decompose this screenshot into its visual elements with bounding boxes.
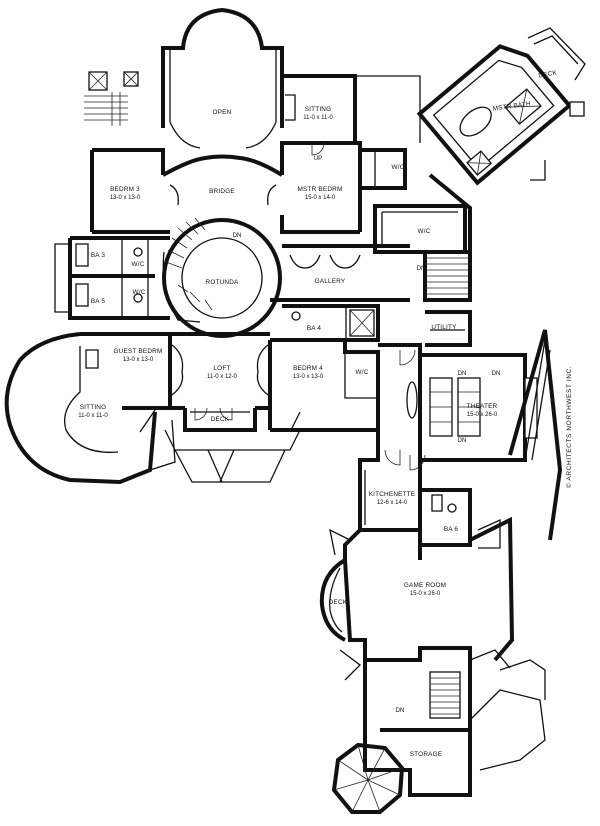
- dims-sitting-top: 11-0 x 11-0: [303, 115, 333, 121]
- right-diag-wall: [508, 329, 563, 541]
- label-loft: LOFT: [213, 365, 230, 372]
- right-diag-inner: [524, 339, 551, 461]
- deck-top-rail: [527, 27, 586, 181]
- ba6: [420, 488, 472, 547]
- label-deck-top: DECK: [538, 69, 558, 79]
- bath-block-left: [54, 236, 170, 320]
- room-labels: OPEN SITTING 11-0 x 11-0 MSTR BATH BEDRM…: [78, 69, 558, 758]
- label-mstr-bedrm: MSTR BEDRM: [298, 186, 343, 193]
- label-game-room: GAME ROOM: [404, 582, 446, 589]
- dims-bedrm4: 13-0 x 13-0: [293, 374, 324, 380]
- label-sitting-left: SITTING: [80, 404, 107, 411]
- ba4-block: [282, 304, 380, 342]
- door-swings: [194, 142, 426, 471]
- kitchenette: [343, 430, 422, 560]
- label-bridge: BRIDGE: [209, 188, 235, 195]
- label-wic-master: W/C: [391, 164, 404, 171]
- dims-kitchenette: 12-6 x 14-0: [377, 500, 408, 506]
- dims-mstr-bedrm: 15-0 x 14-0: [305, 195, 336, 201]
- bedrm4: [270, 338, 380, 432]
- label-sitting-top: SITTING: [305, 106, 332, 113]
- rotunda-core: [162, 217, 282, 338]
- label-guest-bedrm: GUEST BEDRM: [114, 348, 163, 355]
- label-ba4: BA 4: [307, 325, 322, 332]
- label-gallery: GALLERY: [315, 278, 346, 285]
- stair-dn-theater-lower: DN: [458, 438, 467, 444]
- dims-guest-bedrm: 13-0 x 13-0: [123, 357, 154, 363]
- dims-bedrm3: 13-0 x 13-0: [110, 195, 141, 201]
- label-wic-bedrm4: W/C: [355, 369, 368, 376]
- entry-deck: [139, 408, 301, 483]
- label-deck-left: DECK: [329, 599, 348, 606]
- label-wic-right: W/C: [417, 228, 430, 235]
- guest-wing: [4, 332, 176, 485]
- gallery: [270, 244, 410, 302]
- lower-wing: [331, 646, 546, 814]
- copyright-notice: © ARCHITECTS NORTHWEST INC.: [565, 366, 573, 488]
- label-bedrm4: BEDRM 4: [293, 365, 323, 372]
- open-bay: [161, 7, 284, 149]
- stair-dn-theater-left: DN: [458, 371, 467, 377]
- game-room: [319, 516, 515, 681]
- dims-game-room: 15-0 x 26-0: [410, 591, 441, 597]
- dims-loft: 11-0 x 12-0: [207, 374, 238, 380]
- label-storage: STORAGE: [410, 751, 443, 758]
- label-ba5: BA 5: [91, 298, 106, 305]
- label-bedrm3: BEDRM 3: [110, 186, 140, 193]
- label-kitchenette: KITCHENETTE: [369, 491, 416, 498]
- stair-up-master: UP: [314, 156, 322, 162]
- stair-dn-theater-right: DN: [492, 371, 501, 377]
- exterior-stair: [84, 71, 139, 126]
- stair-dn-right: DN: [417, 266, 426, 272]
- master-bath-wing: [416, 44, 573, 186]
- label-deck-mid: DECK: [211, 416, 230, 423]
- label-theater: THEATER: [467, 403, 498, 410]
- label-rotunda: ROTUNDA: [206, 279, 240, 286]
- label-open: OPEN: [213, 109, 232, 116]
- upper-wing: [90, 74, 467, 254]
- loft: [170, 332, 272, 430]
- label-ba6: BA 6: [444, 526, 459, 533]
- label-ba3: BA 3: [91, 252, 106, 259]
- stair-right: [423, 250, 472, 347]
- dims-sitting-left: 11-0 x 11-0: [78, 413, 108, 419]
- dims-theater: 15-0 x 26-0: [467, 412, 498, 418]
- stair-dn-lower: DN: [396, 708, 405, 714]
- label-utility: UTILITY: [431, 324, 457, 331]
- label-wic-ba5: W/C: [132, 289, 145, 296]
- stair-dn-rotunda: DN: [233, 233, 242, 239]
- label-wic-ba3: W/C: [131, 261, 144, 268]
- stair-markers: DN UP DN DN DN DN DN: [233, 156, 501, 714]
